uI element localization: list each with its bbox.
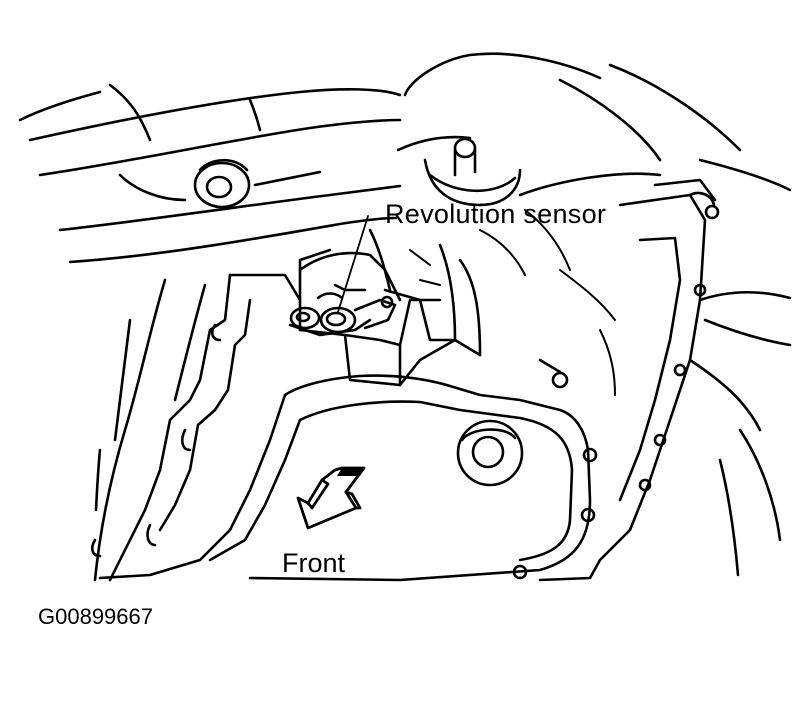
figure-id: G00899667 — [38, 604, 153, 629]
upper-right-mount — [398, 54, 740, 205]
mount-stud — [455, 139, 475, 157]
revolution-sensor-label: Revolution sensor — [385, 199, 607, 229]
misc-detail — [410, 210, 615, 395]
right-housing — [540, 160, 790, 580]
revolution-sensor — [290, 294, 395, 336]
transmission-housing — [92, 275, 300, 580]
front-direction-label: Front — [282, 548, 346, 578]
sensor-leader-line — [338, 216, 368, 312]
crossmember — [20, 85, 400, 262]
front-arrow-icon — [298, 468, 364, 528]
drain-plug-outer — [458, 421, 522, 485]
sensor-bolt-left — [291, 308, 319, 328]
valve-body — [300, 230, 480, 385]
sensor-bolt-right — [382, 297, 392, 307]
oil-pan — [100, 360, 596, 580]
drain-plug — [473, 437, 503, 467]
crossmember-bolt — [195, 163, 249, 207]
